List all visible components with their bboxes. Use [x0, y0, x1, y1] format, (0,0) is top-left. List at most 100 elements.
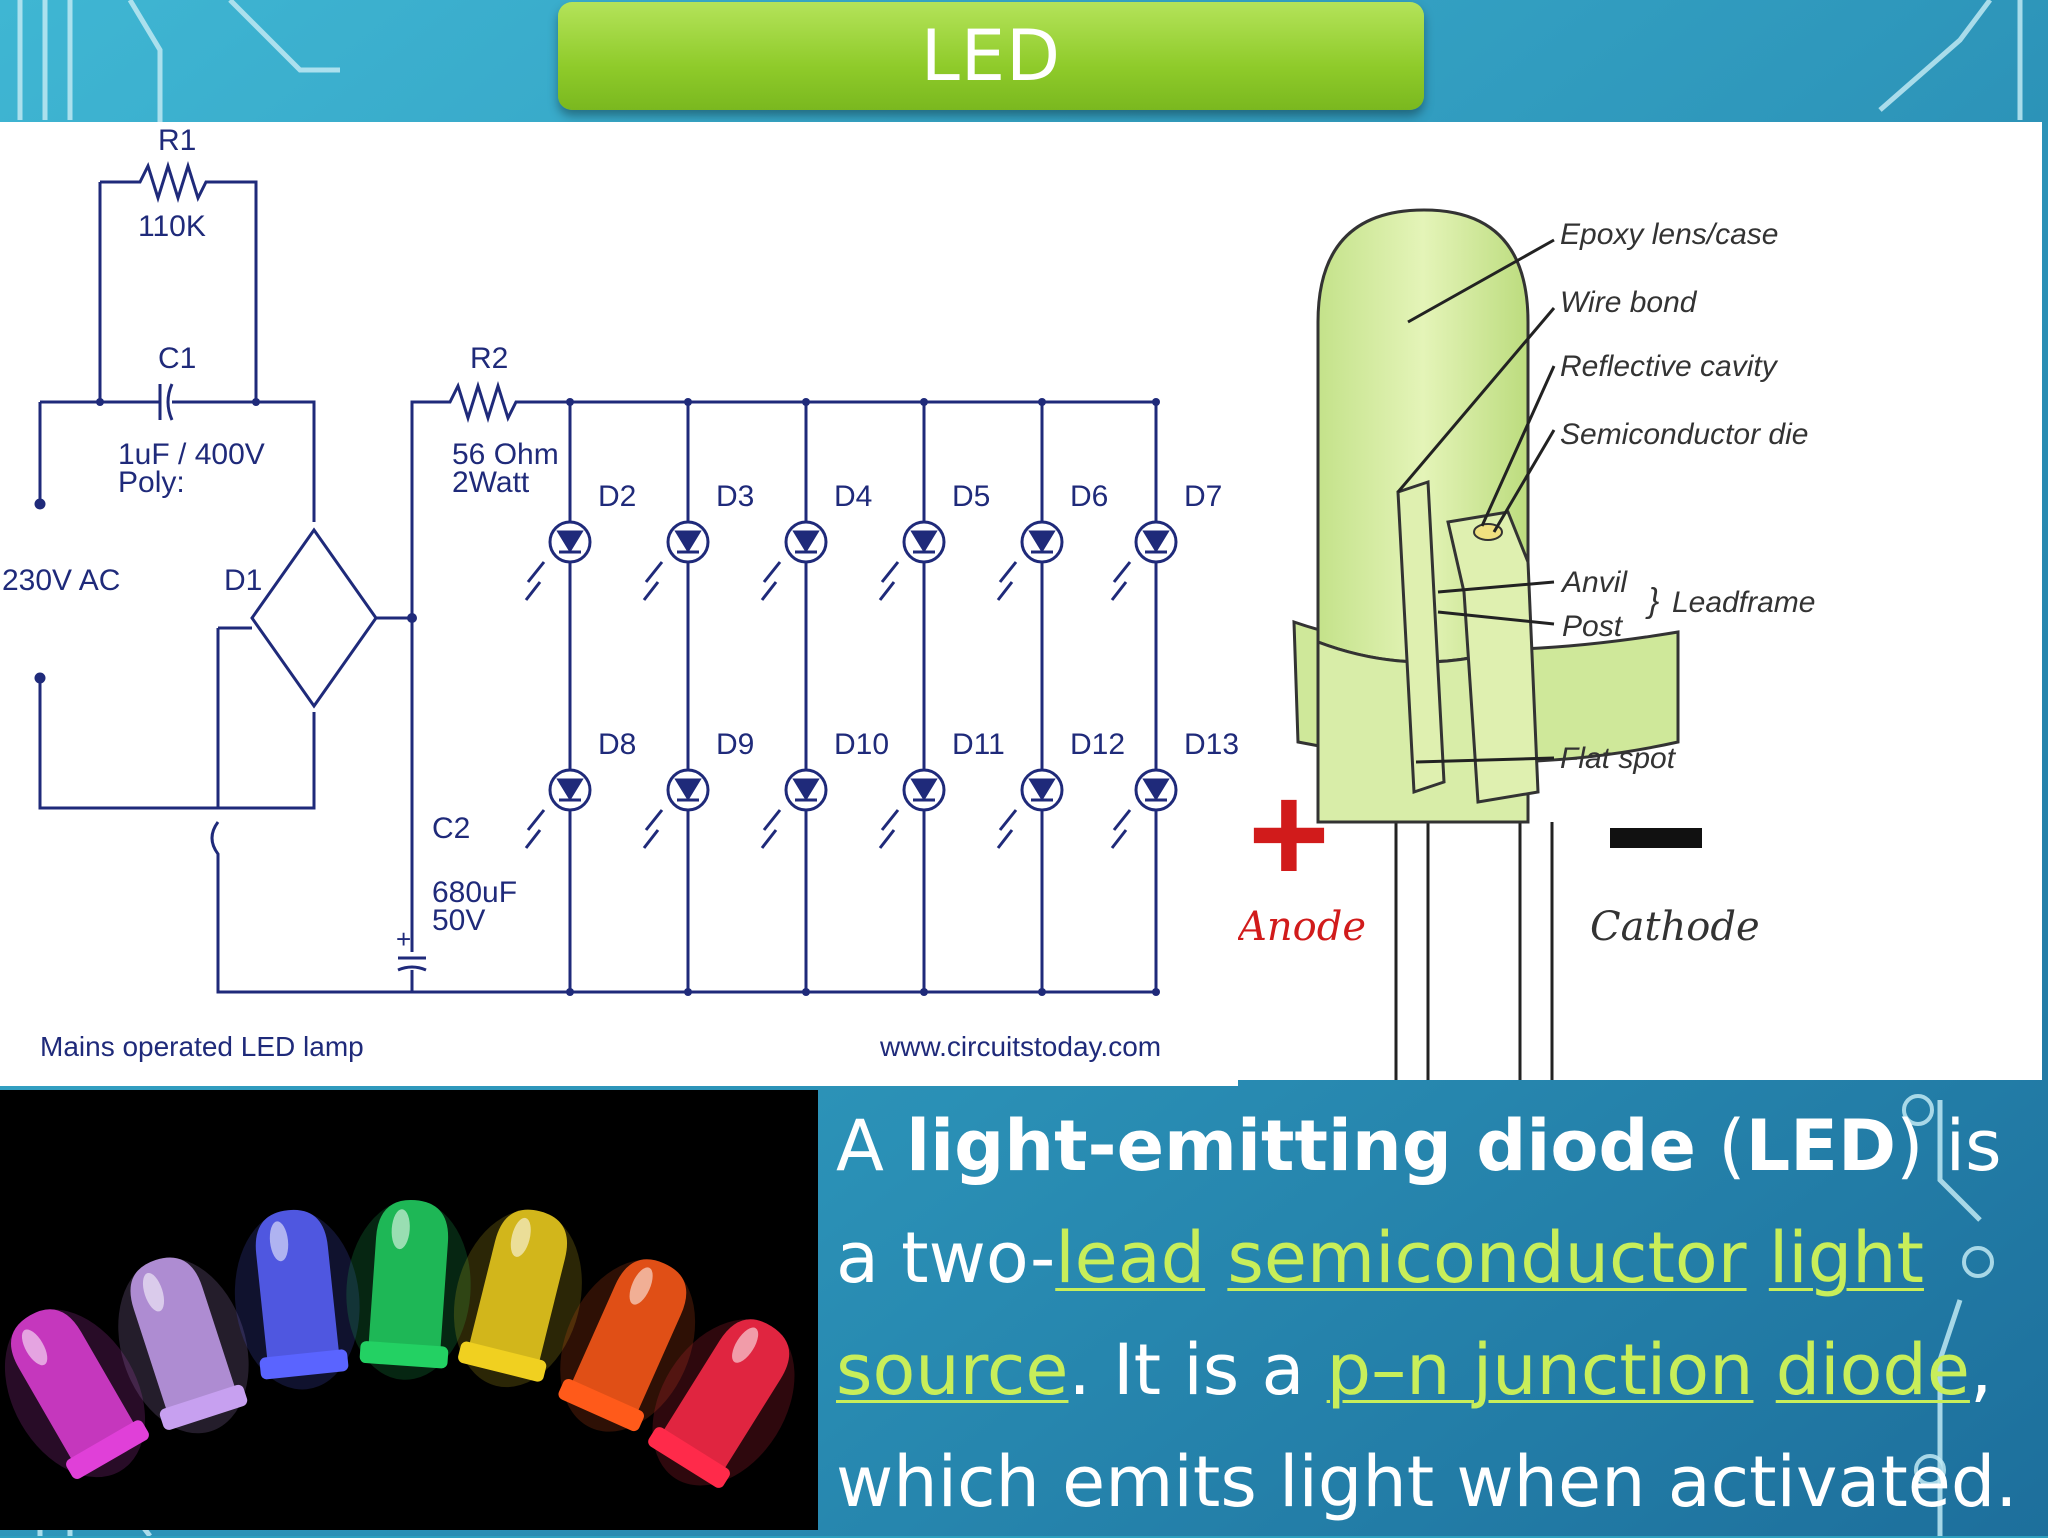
post [1396, 479, 1446, 795]
link-lead[interactable]: lead [1055, 1217, 1206, 1299]
link-diode[interactable]: diode [1775, 1329, 1970, 1411]
c2-plus-mark: + [396, 924, 411, 954]
junction-dot [920, 398, 928, 406]
colored-leds-illustration [4, 1199, 795, 1488]
label-anode: Anode [1238, 904, 1366, 950]
diode-label: D3 [716, 480, 754, 513]
diode-triangle [910, 778, 938, 802]
minus-symbol [1610, 828, 1702, 848]
link-source[interactable]: source [836, 1329, 1069, 1411]
diode-triangle [674, 778, 702, 802]
colored-led [4, 1309, 149, 1479]
source-label: 230V AC [2, 564, 120, 597]
schematic-drawing: R1 110K C1 1uF / 400V Poly: 230V AC D1 R… [2, 124, 1239, 1062]
schematic-caption: Mains operated LED lamp [40, 1031, 364, 1062]
led-anatomy-diagram: Epoxy lens/case Wire bond Reflective cav… [1234, 122, 2042, 1080]
colored-led [346, 1199, 471, 1380]
label-semiconductor-die: Semiconductor die [1560, 418, 1808, 451]
label-epoxy: Epoxy lens/case [1560, 218, 1778, 251]
description-line-3: source. It is a p–n junction diode, [836, 1329, 1993, 1411]
led-lamp-schematic: R1 110K C1 1uF / 400V Poly: 230V AC D1 R… [0, 122, 1239, 1086]
diode-label: D2 [598, 480, 636, 513]
label-cathode: Cathode [1590, 904, 1760, 950]
diode-label: D12 [1070, 728, 1125, 761]
light-emission-arrows [760, 561, 782, 601]
diode-triangle [556, 778, 584, 802]
junction-dot [1038, 988, 1046, 996]
diode-triangle [910, 530, 938, 554]
junction-dot [1152, 988, 1160, 996]
diode-label: D13 [1184, 728, 1238, 761]
plus-symbol: + [1248, 755, 1330, 912]
c2-value: 680uF [432, 876, 517, 909]
junction-dot [920, 988, 928, 996]
diode-triangle [1028, 778, 1056, 802]
diode-label: D8 [598, 728, 636, 761]
junction-dot [684, 988, 692, 996]
leadframe-brace: } [1645, 582, 1659, 620]
d1-label: D1 [224, 564, 262, 597]
colored-leds-photo [0, 1090, 818, 1530]
light-emission-arrows [996, 809, 1018, 849]
light-emission-arrows [524, 561, 546, 601]
junction-dot [1152, 398, 1160, 406]
diode-triangle [1028, 530, 1056, 554]
c1-label: C1 [158, 342, 196, 375]
label-anvil: Anvil [1560, 566, 1628, 599]
diode-triangle [674, 530, 702, 554]
junction-dot [684, 398, 692, 406]
label-wire-bond: Wire bond [1560, 286, 1698, 319]
r2-label: R2 [470, 342, 508, 375]
diode-triangle [792, 530, 820, 554]
junction-dot [566, 988, 574, 996]
r1-label: R1 [158, 124, 196, 157]
diode-triangle [1142, 778, 1170, 802]
colored-led [558, 1259, 696, 1432]
label-leadframe: Leadframe [1672, 586, 1815, 619]
link-pn-junction[interactable]: p–n junction [1326, 1329, 1754, 1411]
junction-dot [1038, 398, 1046, 406]
diode-label: D4 [834, 480, 872, 513]
diode-label: D11 [952, 728, 1005, 761]
description-line-1: A light-emitting diode (LED) is [836, 1105, 2002, 1187]
label-reflective-cavity: Reflective cavity [1560, 350, 1779, 383]
c2-voltage: 50V [432, 904, 485, 937]
c1-value: 1uF / 400V [118, 438, 265, 471]
diode-triangle [792, 778, 820, 802]
r2-power: 2Watt [452, 466, 530, 499]
diode-label: D7 [1184, 480, 1222, 513]
junction-dot [802, 398, 810, 406]
colored-led [648, 1319, 795, 1488]
description-line-2: a two-lead semiconductor light [836, 1217, 1924, 1299]
label-flat-spot: Flat spot [1560, 742, 1677, 775]
colored-led [453, 1209, 582, 1388]
diode-triangle [1142, 530, 1170, 554]
term-led: LED [1745, 1105, 1897, 1187]
light-emission-arrows [642, 561, 664, 601]
link-semiconductor[interactable]: semiconductor [1227, 1217, 1747, 1299]
r1-value: 110K [138, 210, 206, 243]
colored-led [118, 1257, 249, 1434]
light-emission-arrows [642, 809, 664, 849]
diode-triangle [556, 530, 584, 554]
title-bar: LED [558, 2, 1424, 110]
diode-label: D9 [716, 728, 754, 761]
c2-label: C2 [432, 812, 470, 845]
schematic-credit: www.circuitstoday.com [879, 1031, 1161, 1062]
term-light-emitting-diode: light-emitting diode [906, 1105, 1696, 1187]
page-title: LED [920, 15, 1062, 97]
r2-value: 56 Ohm [452, 438, 559, 471]
c1-type: Poly: [118, 466, 185, 499]
link-light[interactable]: light [1768, 1217, 1924, 1299]
light-emission-arrows [878, 561, 900, 601]
description-line-4: which emits light when activated. [836, 1441, 2018, 1523]
junction-dot [802, 988, 810, 996]
colored-led [234, 1209, 360, 1390]
junction-dot [566, 398, 574, 406]
light-emission-arrows [878, 809, 900, 849]
led-anatomy-drawing: Epoxy lens/case Wire bond Reflective cav… [1234, 208, 1815, 1080]
led-description: A light-emitting diode (LED) is a two-le… [836, 1090, 2036, 1530]
light-emission-arrows [760, 809, 782, 849]
label-post: Post [1562, 610, 1624, 643]
diode-label: D6 [1070, 480, 1108, 513]
